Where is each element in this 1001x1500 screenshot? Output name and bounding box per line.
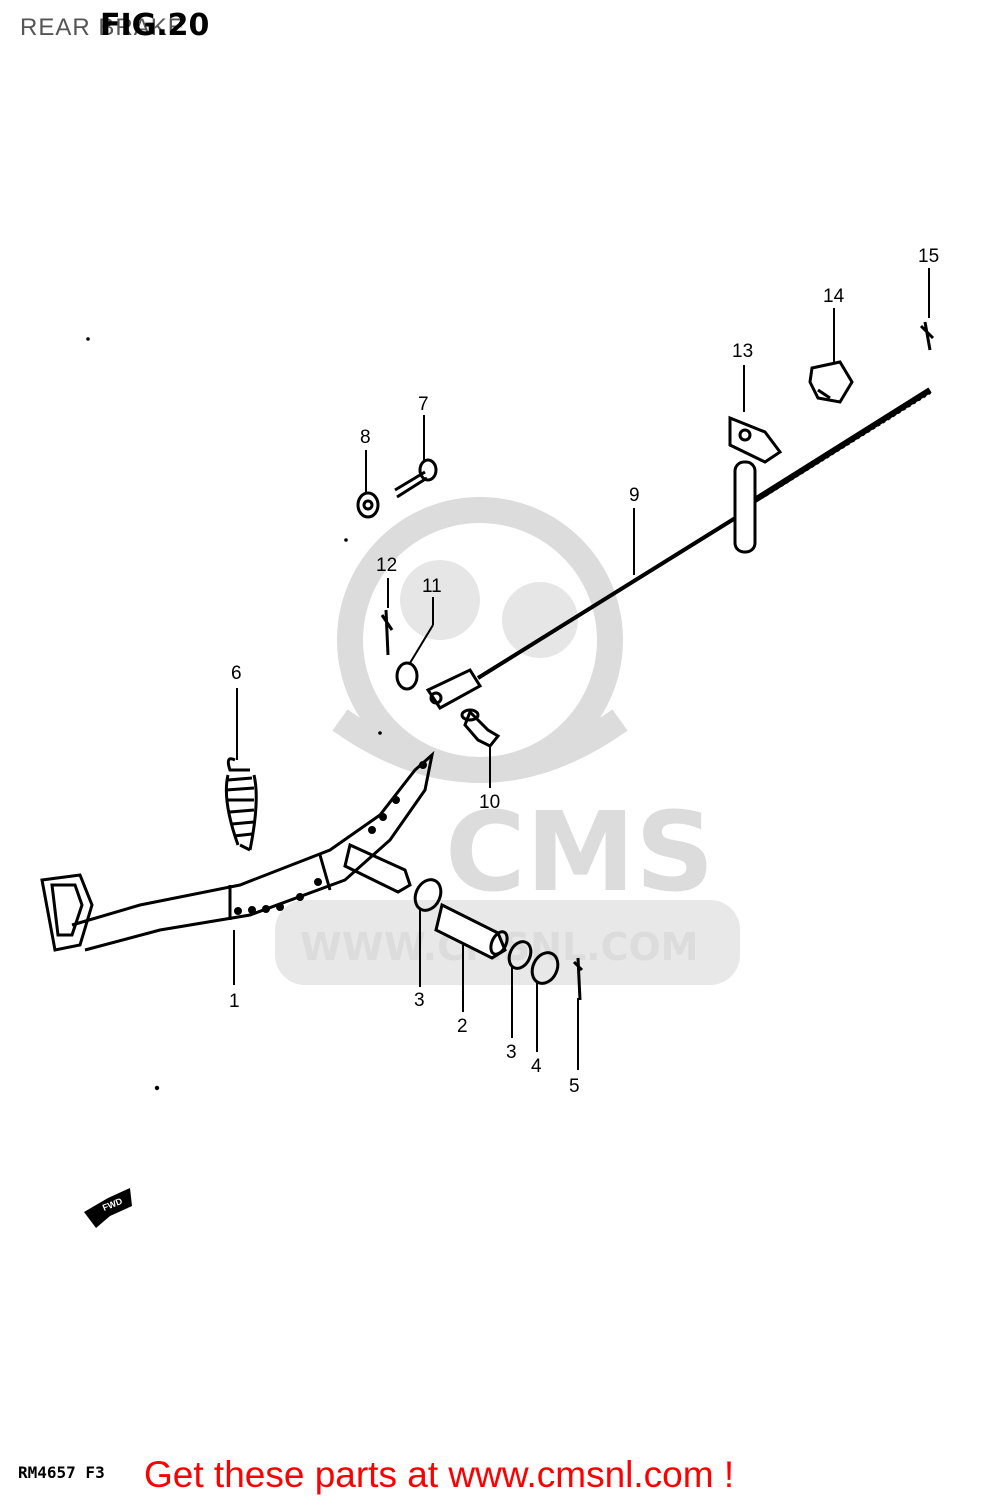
- joint-13: [728, 415, 783, 464]
- brake-rod: [425, 387, 932, 710]
- clevis-pin: [460, 708, 501, 748]
- callout-1: 1: [229, 991, 240, 1012]
- pivot-bushing: [434, 902, 509, 960]
- cms-watermark: CMS WWW.CMSNL.COM: [275, 497, 740, 985]
- callout-6: 6: [231, 663, 242, 684]
- callout-3-b: 3: [506, 1042, 517, 1063]
- callout-14: 14: [823, 286, 845, 307]
- callout-7: 7: [418, 394, 429, 415]
- figure-label: FIG.20: [100, 8, 210, 43]
- return-spring: [224, 757, 258, 852]
- washer-right: [507, 940, 533, 970]
- callout-4: 4: [531, 1056, 542, 1077]
- leader-lines: [233, 268, 930, 1070]
- callout-11: 11: [422, 576, 442, 597]
- adjuster-nut-14: [808, 360, 854, 404]
- callout-3: 3: [414, 990, 425, 1011]
- callout-5: 5: [569, 1076, 580, 1097]
- cotter-pin-5: [572, 957, 584, 1001]
- callout-numbers: 1 2 3 3 4 5 6 7 8 9 10 11 12 13 14 15: [229, 246, 939, 1097]
- washer-flat: [530, 951, 560, 985]
- cotter-pin-12: [380, 609, 394, 656]
- nut-8: [356, 491, 380, 519]
- drawing-code: RM4657 F3: [18, 1463, 105, 1482]
- callout-13: 13: [732, 341, 753, 362]
- fwd-arrow-icon: FWD: [84, 1188, 132, 1228]
- page-title: REAR BRAKE: [20, 14, 185, 41]
- callout-10: 10: [479, 792, 500, 813]
- callout-9: 9: [629, 485, 640, 506]
- callout-8: 8: [360, 427, 371, 448]
- bolt-7: [394, 458, 438, 499]
- callout-12: 12: [376, 555, 397, 576]
- cotter-pin-15: [919, 321, 935, 351]
- brake-pedal: [40, 750, 435, 952]
- callout-15: 15: [918, 246, 939, 267]
- get-parts-link[interactable]: Get these parts at www.cmsnl.com !: [144, 1454, 735, 1495]
- callout-2: 2: [457, 1016, 468, 1037]
- watermark-brand: CMS: [445, 788, 714, 916]
- washer-11: [395, 661, 419, 691]
- washer-left: [413, 878, 443, 912]
- stray-dots: [86, 337, 382, 1091]
